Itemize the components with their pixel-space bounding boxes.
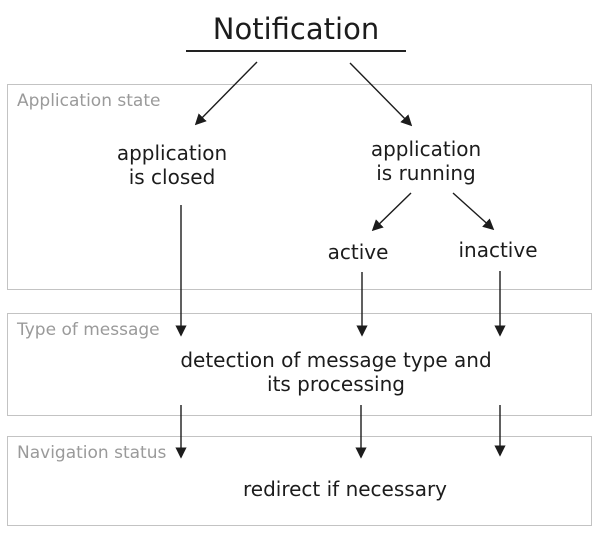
node-detection-line2: its processing bbox=[267, 372, 405, 396]
node-application-is-running-line1: application bbox=[370, 137, 482, 161]
node-inactive: inactive bbox=[458, 238, 538, 262]
node-application-is-closed: application is closed bbox=[117, 141, 227, 189]
node-detection-of-message-type: detection of message type and its proces… bbox=[180, 348, 491, 396]
node-detection-line1: detection of message type and bbox=[180, 348, 492, 372]
node-active: active bbox=[327, 240, 389, 264]
section-label-application-state: Application state bbox=[17, 91, 161, 111]
node-application-is-running: application is running bbox=[371, 137, 481, 185]
section-label-navigation-status: Navigation status bbox=[17, 443, 167, 463]
page-title: Notification bbox=[186, 12, 406, 52]
node-redirect-if-necessary: redirect if necessary bbox=[242, 477, 448, 501]
section-application-state: Application state bbox=[7, 84, 592, 290]
section-navigation-status: Navigation status bbox=[7, 436, 592, 526]
node-application-is-running-line2: is running bbox=[376, 161, 476, 185]
node-application-is-closed-line1: application bbox=[116, 141, 228, 165]
section-label-type-of-message: Type of message bbox=[17, 320, 160, 340]
node-application-is-closed-line2: is closed bbox=[128, 165, 216, 189]
section-type-of-message: Type of message bbox=[7, 313, 592, 416]
